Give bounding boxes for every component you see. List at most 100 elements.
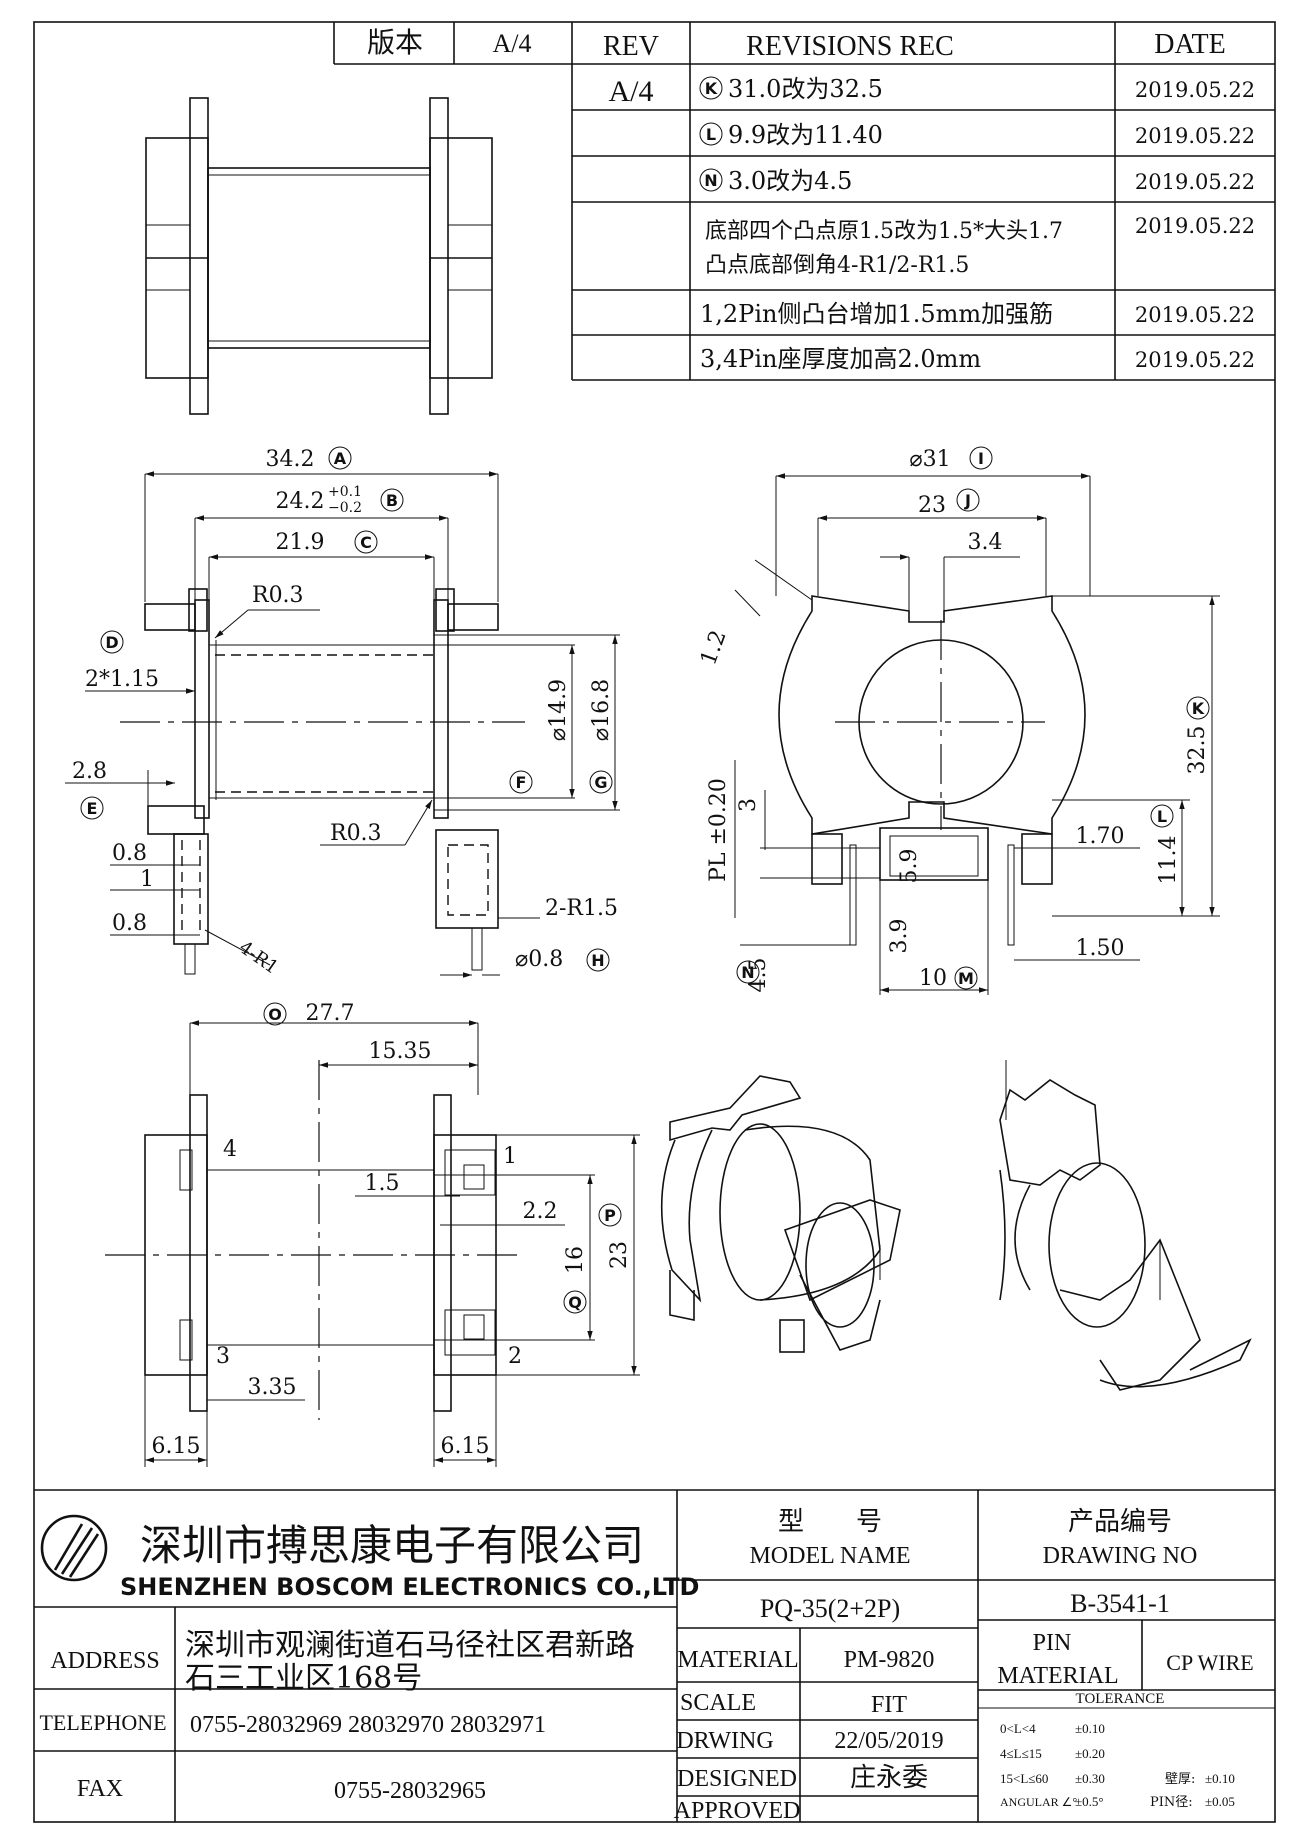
wall-label: 壁厚: (1165, 1772, 1195, 1787)
rev-row-3-date: 2019.05.22 (1135, 170, 1255, 194)
rev-row-1-date: 2019.05.22 (1135, 78, 1255, 102)
isometric-view-left (660, 1075, 901, 1353)
rev-row-2-date: 2019.05.22 (1135, 124, 1255, 148)
tol-range-3: 15<L≤60 (1000, 1771, 1048, 1786)
dim-j-sub: 3.4 (968, 530, 1003, 555)
dim-1: 1 (140, 867, 154, 892)
side-view: 34.2 A 24.2 +0.1 −0.2 B 21.9 C R0.3 D 2*… (65, 446, 620, 979)
telephone-label: TELEPHONE (39, 1710, 166, 1735)
dim-q-marker: Q (568, 1293, 582, 1312)
dim-59: 5.9 (897, 849, 922, 884)
dim-m-value: 10 (919, 966, 947, 991)
dim-f-marker: F (516, 773, 527, 792)
rev-row-6-text: 3,4Pin座厚度加高2.0mm (700, 345, 981, 373)
fax-label: FAX (77, 1776, 123, 1802)
dim-c-marker: C (360, 533, 372, 552)
scale-label: SCALE (680, 1690, 756, 1716)
rev-row-5-date: 2019.05.22 (1135, 303, 1255, 327)
material-label: MATERIAL (677, 1647, 798, 1673)
r03-bottom: R0.3 (330, 821, 382, 846)
scale-value: FIT (871, 1692, 907, 1718)
pin-material-label-1: PIN (1033, 1630, 1072, 1656)
dim-q-value: 16 (563, 1246, 588, 1274)
version-value: A/4 (493, 29, 532, 58)
telephone-value: 0755-28032969 28032970 28032971 (190, 1712, 546, 1738)
model-label-cn: 型 号 (778, 1507, 882, 1537)
rev-row-3-text: 3.0改为4.5 (728, 167, 852, 195)
dim-g-value: ⌀16.8 (589, 679, 614, 741)
rev-row-2-text: 9.9改为11.40 (728, 121, 883, 149)
dim-3: 3 (736, 798, 761, 812)
dim-08b: 0.8 (112, 911, 147, 936)
tol-range-2: 4≤L≤15 (1000, 1746, 1042, 1761)
dim-15: 1.5 (365, 1171, 400, 1196)
tol-value-2: ±0.20 (1075, 1746, 1105, 1761)
dim-l-value: 11.4 (1156, 836, 1181, 885)
dim-p-value: 23 (607, 1241, 632, 1269)
rev-row-4-text2: 凸点底部倒角4-R1/2-R1.5 (705, 253, 969, 278)
dim-4r1: 4-R1 (235, 937, 282, 979)
dim-k-marker: K (1192, 699, 1205, 718)
dim-150: 1.50 (1076, 936, 1125, 961)
rev-row-1-text: 31.0改为32.5 (728, 75, 883, 103)
dim-k-value: 32.5 (1185, 726, 1210, 775)
dim-a-marker: A (334, 449, 347, 468)
dim-f-value: ⌀14.9 (546, 679, 571, 741)
dim-l-marker: L (1157, 807, 1167, 826)
dim-i-marker: I (978, 449, 984, 468)
pin-1: 1 (503, 1144, 517, 1169)
dim-g-marker: G (594, 773, 607, 792)
tol-range-4: ANGULAR ∠° (1000, 1795, 1077, 1809)
pin-dia-label: PIN径: (1150, 1795, 1193, 1810)
dim-c-value: 21.9 (276, 530, 325, 555)
rev-row-4-text: 底部四个凸点原1.5改为1.5*大头1.7 (705, 219, 1063, 244)
top-view (145, 97, 493, 415)
designed-label: DESIGNED (677, 1766, 797, 1792)
revision-table: 版本 A/4 REV REVISIONS REC DATE A/4 K 31.0… (333, 22, 1275, 381)
dim-h-marker: H (591, 951, 604, 970)
sheet-border (33, 21, 1276, 1823)
marker-l (699, 122, 723, 146)
dim-b-tol-plus: +0.1 (328, 484, 362, 500)
dim-170: 1.70 (1076, 824, 1125, 849)
dim-08a: 0.8 (112, 841, 147, 866)
revisions-header: REVISIONS REC (746, 31, 954, 62)
dim-m-marker: M (958, 969, 974, 988)
dim-e-value: 2.8 (72, 759, 107, 784)
model-value: PQ-35(2+2P) (760, 1594, 900, 1623)
dim-pl: PL ±0.20 (706, 778, 731, 882)
isometric-view-right (999, 1060, 1252, 1391)
dim-o-sub: 15.35 (369, 1039, 432, 1064)
drawing-no-label-en: DRAWING NO (1043, 1543, 1198, 1569)
drawing-date-value: 22/05/2019 (834, 1728, 943, 1754)
front-view: ⌀31 I 23 J 3.4 1.2 32.5 K 11.4 L 1. (696, 446, 1220, 995)
dim-p-marker: P (604, 1206, 616, 1225)
address-line1: 深圳市观澜街道石马径社区君新路 (185, 1628, 635, 1663)
dim-o-value: 27.7 (306, 1001, 355, 1026)
marker-k (699, 76, 723, 100)
company-name-cn: 深圳市搏思康电子有限公司 (140, 1521, 644, 1570)
dim-e-marker: E (87, 799, 98, 818)
tolerance-label: TOLERANCE (1076, 1691, 1165, 1707)
rev-header: REV (603, 31, 659, 62)
dim-b-tol-minus: −0.2 (328, 500, 362, 516)
drawing-no-value: B-3541-1 (1070, 1589, 1170, 1618)
drawing-date-label: DRWING (676, 1728, 773, 1754)
rev-row-6-date: 2019.05.22 (1135, 348, 1255, 372)
date-header: DATE (1154, 29, 1226, 60)
r03-top: R0.3 (252, 583, 304, 608)
tol-value-1: ±0.10 (1075, 1721, 1105, 1736)
pin-dia-value: ±0.05 (1205, 1794, 1235, 1809)
company-logo (40, 1514, 108, 1582)
dim-j-value: 23 (918, 493, 946, 518)
tol-range-1: 0<L<4 (1000, 1721, 1036, 1736)
dim-12: 1.2 (696, 627, 731, 668)
marker-n-letter: N (704, 171, 717, 190)
pin-3: 3 (216, 1344, 230, 1369)
title-block: 深圳市搏思康电子有限公司 SHENZHEN BOSCOM ELECTRONICS… (34, 1489, 1275, 1824)
dim-o-marker: O (268, 1005, 282, 1024)
drawing-no-label-cn: 产品编号 (1068, 1507, 1172, 1537)
dim-n-marker: N (741, 963, 754, 982)
fax-value: 0755-28032965 (334, 1778, 486, 1804)
